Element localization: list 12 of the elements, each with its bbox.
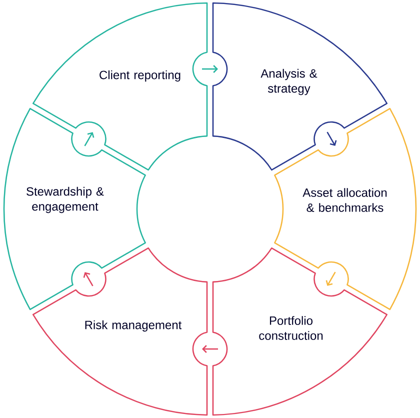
arrow <box>326 132 337 146</box>
arrow <box>326 272 336 286</box>
arrow <box>202 345 218 353</box>
segment: Risk management <box>32 247 208 416</box>
segment: Stewardship & engagement <box>3 108 146 310</box>
segment: Analysis & strategy <box>212 2 388 171</box>
arrow <box>83 272 94 286</box>
arrow <box>202 65 218 73</box>
segment: Portfolio construction <box>212 247 388 416</box>
segment: Asset allocation & benchmarks <box>274 108 417 310</box>
arrow <box>84 132 94 146</box>
segment: Client reporting <box>32 2 208 171</box>
